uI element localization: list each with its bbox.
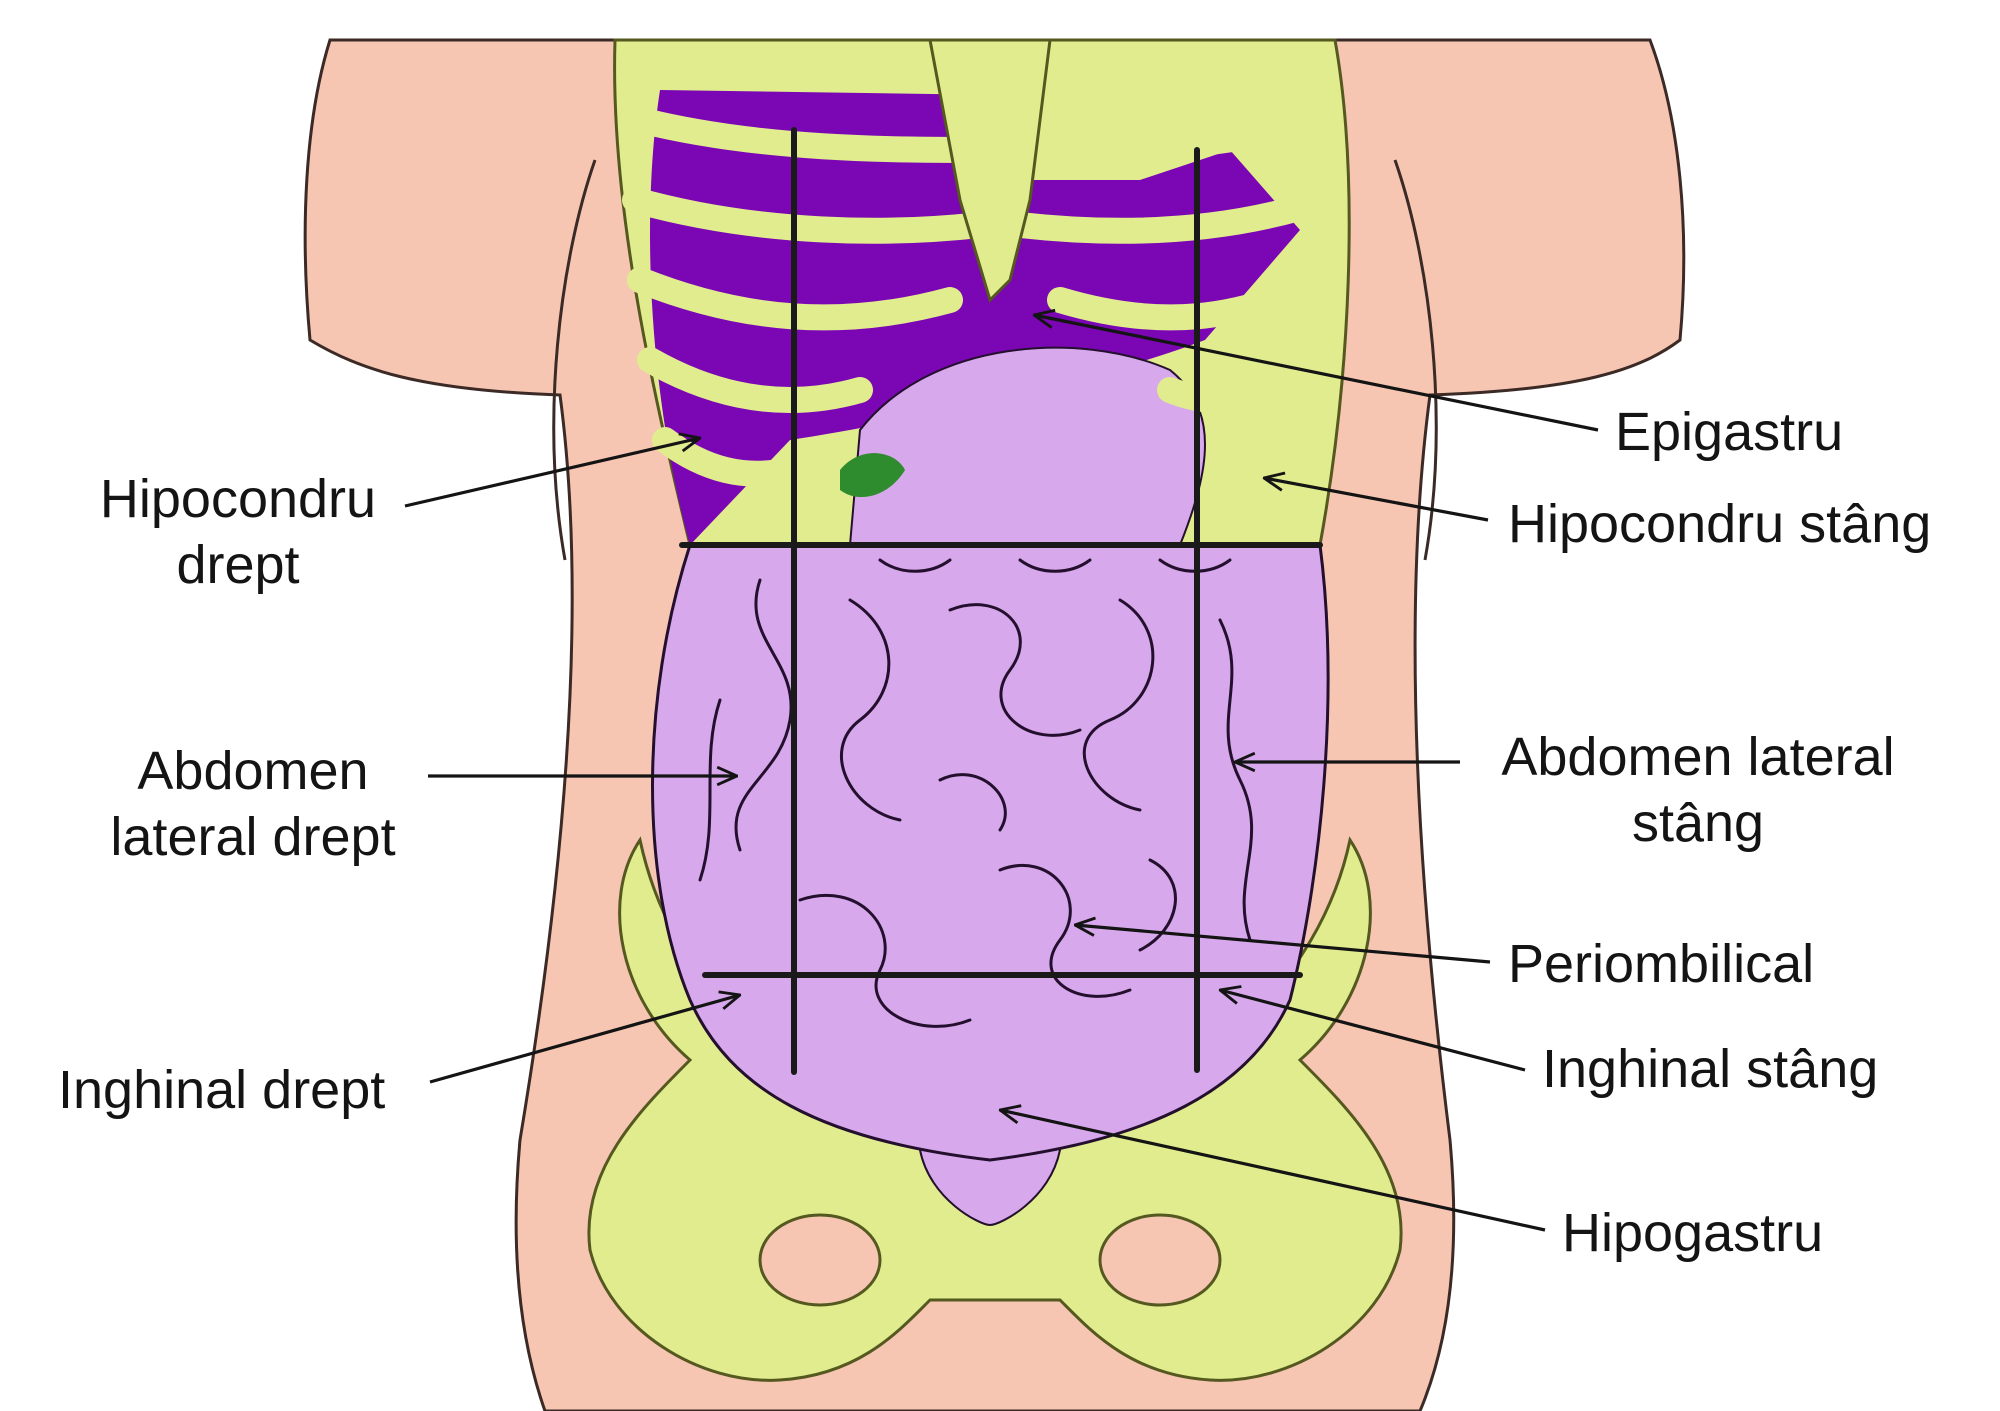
intestines [651,543,1330,1162]
label-abdomen-lateral-stang-line2: stâng [1631,793,1765,853]
arrow-hipocondru-stang [1264,478,1489,522]
rib-cage [613,38,1351,547]
label-abdomen-lateral-drept: Abdomen lateral drept [88,738,418,870]
arrow-inghinal-drept [429,995,740,1084]
label-hipogastru: Hipogastru [1562,1203,1824,1263]
label-hipocondru-drept: Hipocondru drept [78,466,398,598]
label-hipocondru-stang: Hipocondru stâng [1508,494,1932,554]
label-abdomen-lateral-stang-line1: Abdomen lateral [1501,727,1895,787]
label-periombilical: Periombilical [1508,934,1815,994]
sternum [928,38,1052,303]
arrow-hipogastru [1000,1110,1546,1232]
pointer-arrows [404,315,1599,1232]
label-epigastru: Epigastru [1615,402,1844,462]
arrow-epigastru [1034,315,1599,432]
label-inghinal-stang: Inghinal stâng [1542,1039,1879,1099]
label-abdomen-lateral-drept-line2: lateral drept [110,807,396,867]
arrow-periombilical [1075,925,1491,964]
label-abdomen-lateral-stang: Abdomen lateral stâng [1478,724,1918,856]
label-hipocondru-drept-line2: drept [176,535,300,595]
label-inghinal-drept: Inghinal drept [58,1060,386,1120]
left-obturator [758,1213,882,1307]
arrow-hipocondru-drept [404,438,700,508]
arrow-inghinal-stang [1220,990,1526,1072]
right-obturator [1098,1213,1222,1307]
label-abdomen-lateral-drept-line1: Abdomen [137,741,369,801]
label-hipocondru-drept-line1: Hipocondru [99,469,377,529]
region-grid [679,127,1323,1075]
liver [650,90,1300,545]
gallbladder [840,453,905,498]
